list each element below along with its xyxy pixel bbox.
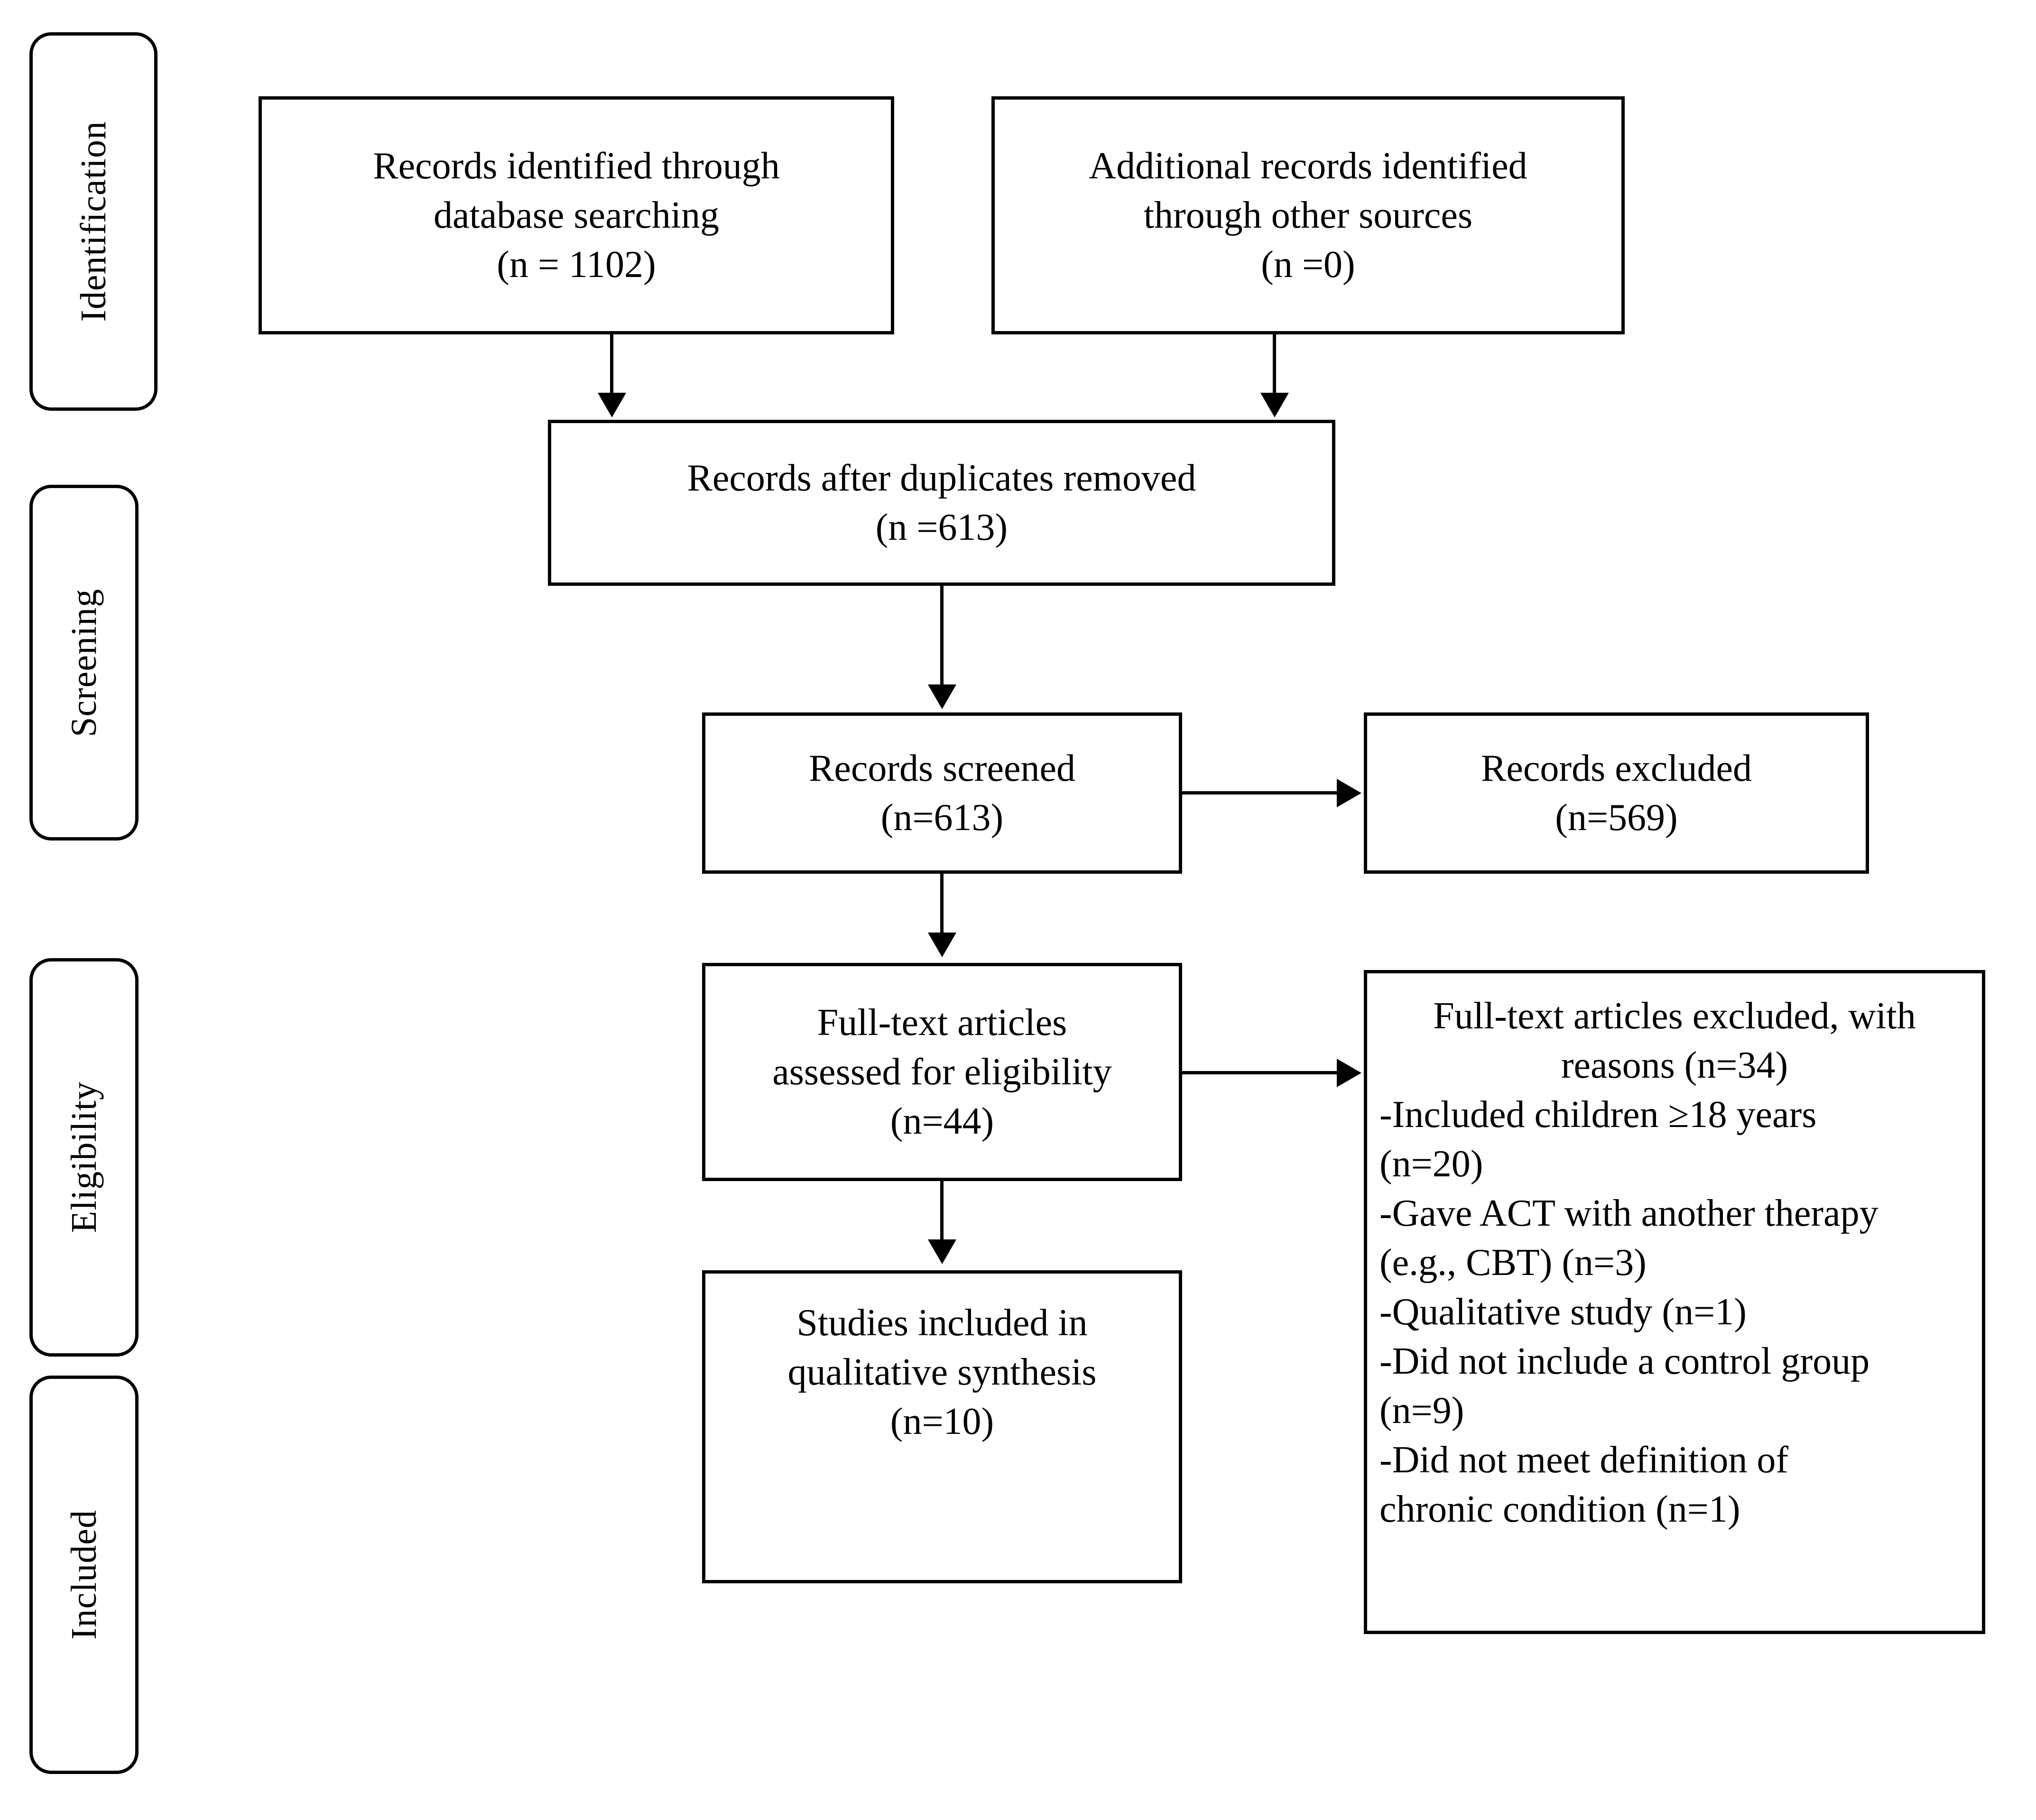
node-additional-records-other-sources: Additional records identified through ot… bbox=[991, 96, 1625, 334]
exclusion-reason-4: -Did not include a control group bbox=[1379, 1340, 1870, 1382]
connector-screened-to-excluded bbox=[1182, 791, 1339, 795]
connector-duplicates-to-screened bbox=[940, 586, 944, 688]
stage-label-screening: Screening bbox=[29, 485, 139, 841]
stage-label-identification-text: Identification bbox=[74, 121, 113, 322]
connector-other-sources-to-duplicates bbox=[1273, 334, 1276, 396]
db-search-line1: Records identified through bbox=[373, 145, 780, 187]
arrowhead-screened-to-excluded bbox=[1337, 779, 1361, 807]
studies-included-line1: Studies included in bbox=[796, 1302, 1088, 1344]
node-records-excluded: Records excluded (n=569) bbox=[1364, 712, 1869, 874]
studies-included-count: (n=10) bbox=[890, 1401, 994, 1442]
db-search-count: (n = 1102) bbox=[497, 244, 656, 286]
arrowhead-other-sources-to-duplicates bbox=[1260, 393, 1289, 417]
stage-label-included: Included bbox=[29, 1376, 139, 1774]
node-records-identified-database: Records identified through database sear… bbox=[259, 96, 894, 334]
duplicates-count: (n =613) bbox=[875, 507, 1008, 548]
connector-db-search-to-duplicates bbox=[610, 334, 613, 396]
stage-label-eligibility: Eligibility bbox=[29, 958, 139, 1357]
db-search-line2: database searching bbox=[434, 194, 719, 236]
node-records-after-duplicates-removed-text: Records after duplicates removed (n =613… bbox=[675, 453, 1209, 552]
exclusion-reason-2: -Gave ACT with another therapy bbox=[1379, 1192, 1879, 1234]
arrowhead-screened-to-fulltext bbox=[928, 933, 956, 957]
duplicates-line1: Records after duplicates removed bbox=[687, 457, 1196, 499]
fulltext-line2: assessed for eligibility bbox=[772, 1051, 1112, 1093]
exclusion-reason-4-count: (n=9) bbox=[1379, 1390, 1464, 1432]
node-records-screened-text: Records screened (n=613) bbox=[796, 744, 1088, 842]
connector-screened-to-fulltext bbox=[940, 874, 944, 935]
node-fulltext-assessed-eligibility: Full-text articles assessed for eligibil… bbox=[702, 963, 1182, 1181]
fulltext-count: (n=44) bbox=[890, 1100, 994, 1142]
arrowhead-fulltext-to-excluded-reasons bbox=[1337, 1059, 1361, 1087]
node-records-screened: Records screened (n=613) bbox=[702, 712, 1182, 874]
node-fulltext-excluded-with-reasons-text: Full-text articles excluded, with reason… bbox=[1367, 973, 1982, 1534]
other-sources-count: (n =0) bbox=[1261, 244, 1355, 286]
other-sources-line1: Additional records identified bbox=[1089, 145, 1527, 187]
connector-fulltext-to-excluded-reasons bbox=[1182, 1071, 1339, 1074]
arrowhead-duplicates-to-screened bbox=[928, 684, 956, 709]
screened-line1: Records screened bbox=[809, 748, 1075, 789]
stage-label-screening-text: Screening bbox=[64, 588, 104, 737]
exclusion-reason-1-count: (n=20) bbox=[1379, 1143, 1483, 1185]
studies-included-line2: qualitative synthesis bbox=[787, 1351, 1097, 1393]
node-studies-included-qualitative-synthesis-text: Studies included in qualitative synthesi… bbox=[705, 1274, 1179, 1446]
node-records-identified-database-text: Records identified through database sear… bbox=[361, 141, 792, 289]
screened-count: (n=613) bbox=[880, 797, 1004, 839]
node-records-excluded-text: Records excluded (n=569) bbox=[1469, 744, 1764, 842]
stage-label-eligibility-text: Eligibility bbox=[64, 1081, 104, 1233]
stage-label-identification: Identification bbox=[29, 32, 157, 411]
exclusion-reason-3: -Qualitative study (n=1) bbox=[1379, 1291, 1747, 1333]
fulltext-line1: Full-text articles bbox=[817, 1002, 1067, 1044]
node-additional-records-other-sources-text: Additional records identified through ot… bbox=[1076, 141, 1539, 289]
node-fulltext-excluded-with-reasons: Full-text articles excluded, with reason… bbox=[1364, 970, 1985, 1634]
exclusion-reason-5: -Did not meet definition of bbox=[1379, 1439, 1789, 1481]
fulltext-excluded-heading-line2: reasons (n=34) bbox=[1561, 1044, 1788, 1086]
exclusion-reason-1: -Included children ≥18 years bbox=[1379, 1094, 1817, 1136]
node-records-after-duplicates-removed: Records after duplicates removed (n =613… bbox=[548, 420, 1335, 586]
exclusion-reason-2-count: (e.g., CBT) (n=3) bbox=[1379, 1242, 1647, 1284]
arrowhead-fulltext-to-studies-included bbox=[928, 1239, 956, 1264]
stage-label-included-text: Included bbox=[64, 1510, 104, 1640]
excluded-line1: Records excluded bbox=[1481, 748, 1752, 789]
connector-fulltext-to-studies-included bbox=[940, 1181, 944, 1243]
exclusion-reason-5-count: chronic condition (n=1) bbox=[1379, 1488, 1740, 1530]
fulltext-excluded-heading-line1: Full-text articles excluded, with bbox=[1433, 995, 1916, 1037]
arrowhead-db-search-to-duplicates bbox=[598, 393, 626, 417]
node-fulltext-assessed-eligibility-text: Full-text articles assessed for eligibil… bbox=[760, 998, 1124, 1146]
other-sources-line2: through other sources bbox=[1143, 194, 1473, 236]
excluded-count: (n=569) bbox=[1555, 797, 1678, 839]
node-studies-included-qualitative-synthesis: Studies included in qualitative synthesi… bbox=[702, 1270, 1182, 1583]
